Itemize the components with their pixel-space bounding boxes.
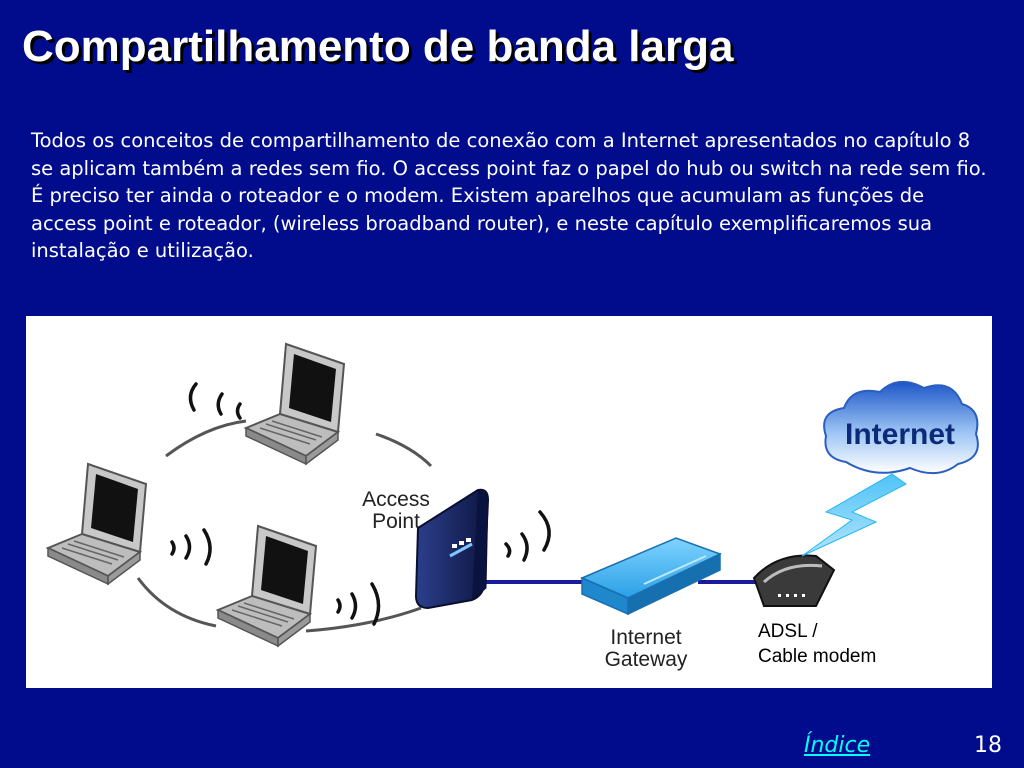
laptop-icon: [243, 342, 346, 466]
modem-label: Cable modem: [758, 646, 876, 667]
index-link[interactable]: Índice: [804, 733, 871, 758]
wireless-signal-icon: [170, 382, 551, 626]
slide-title: Compartilhamento de banda larga: [22, 22, 734, 71]
internet-gateway-icon: [580, 537, 722, 616]
page-number: 18: [974, 733, 1002, 758]
internet-cloud-icon: [823, 381, 979, 475]
slide-body-text: Todos os conceitos de compartilhamento d…: [31, 129, 987, 262]
lightning-bolt-icon: [801, 473, 907, 557]
modem-label: ADSL /: [758, 621, 818, 642]
laptop-icon: [215, 524, 318, 648]
access-point-label: Access: [362, 488, 430, 511]
modem-icon: [752, 554, 836, 607]
network-diagram-svg: Access Point Internet Gateway: [45, 342, 979, 671]
access-point-label: Point: [372, 510, 420, 533]
network-diagram: Access Point Internet Gateway: [26, 316, 992, 688]
internet-gateway-label: Internet: [610, 626, 681, 649]
wireless-network-ring: [136, 419, 433, 633]
internet-gateway-label: Gateway: [605, 648, 688, 671]
internet-cloud-label: Internet: [845, 418, 955, 451]
laptop-icon: [45, 462, 148, 586]
access-point-icon: [414, 488, 490, 610]
